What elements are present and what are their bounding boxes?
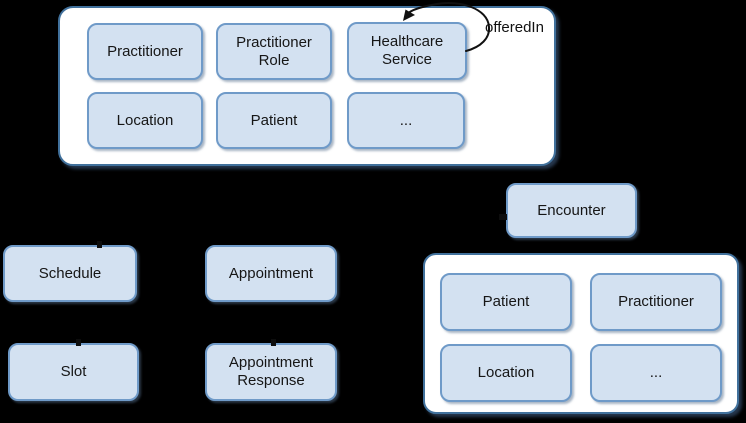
connector-stub-encounter: [499, 214, 507, 220]
node-ellipsis-top: ...: [347, 92, 465, 149]
node-practitioner: Practitioner: [87, 23, 203, 80]
node-patient: Patient: [216, 92, 332, 149]
node-ellipsis-bottom: ...: [590, 344, 722, 402]
node-appointment-response: Appointment Response: [205, 343, 337, 401]
offered-in-label: offeredIn: [485, 19, 544, 36]
node-practitioner-bottom: Practitioner: [590, 273, 722, 331]
node-schedule: Schedule: [3, 245, 137, 302]
node-slot: Slot: [8, 343, 139, 401]
node-appointment: Appointment: [205, 245, 337, 302]
connector-stub-schedule: [97, 241, 102, 248]
connector-stub-appointment-response: [271, 339, 276, 346]
node-practitioner-role: Practitioner Role: [216, 23, 332, 80]
node-healthcare-service: Healthcare Service: [347, 22, 467, 80]
node-location-bottom: Location: [440, 344, 572, 402]
node-encounter: Encounter: [506, 183, 637, 238]
node-patient-bottom: Patient: [440, 273, 572, 331]
node-location: Location: [87, 92, 203, 149]
connector-stub-slot: [76, 339, 81, 346]
